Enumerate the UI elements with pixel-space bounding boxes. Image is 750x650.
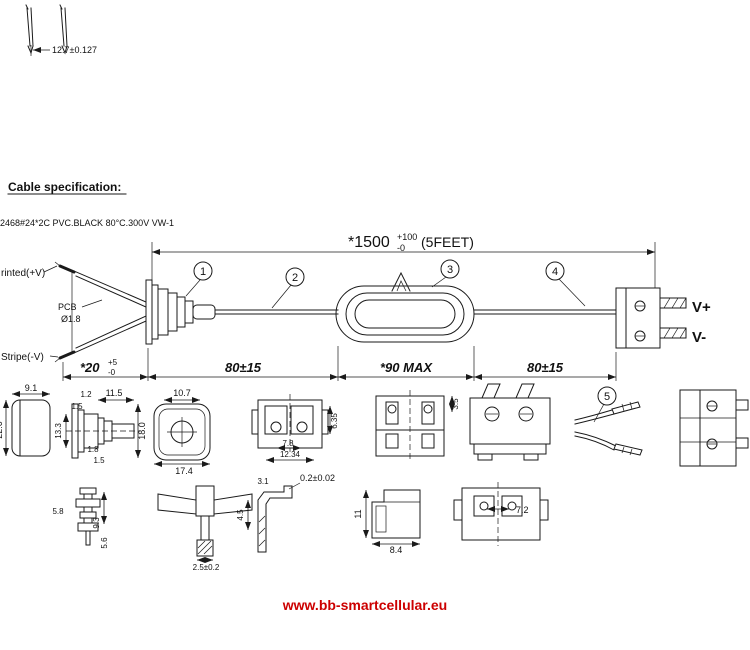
wire-tips-detail: 12.7±0.127 bbox=[25, 4, 97, 56]
detail-clip-profile: 3.1 4.5 0.2±0.02 bbox=[236, 473, 335, 553]
segment-3-dim: *90 MAX bbox=[380, 360, 433, 375]
spec-heading: Cable specification: 2468#24*2C PVC.BLAC… bbox=[0, 180, 174, 228]
overall-length-main: *1500 bbox=[348, 234, 390, 251]
detail-boot-section: 1.2 11.5 1.5 13.3 1.8 1.5 18.0 bbox=[54, 388, 147, 465]
detail-plug-side: 9.1 22.0 bbox=[0, 383, 51, 457]
stripe-minus-label: Stripe(-V) bbox=[1, 352, 44, 363]
cable-spec-title: Cable specification: bbox=[8, 180, 121, 194]
plug-boot bbox=[145, 279, 216, 345]
cable-left bbox=[214, 309, 339, 315]
dim-6-35-label: 6.35 bbox=[330, 413, 339, 429]
dim-18-0-label: 18.0 bbox=[137, 422, 147, 440]
balloon-3: 3 bbox=[431, 259, 460, 288]
strip-length-main: *20 bbox=[80, 360, 100, 375]
dim-7-2-label: 7.2 bbox=[516, 505, 529, 515]
balloon-2-number: 2 bbox=[292, 272, 298, 284]
dim-11-5-label: 11.5 bbox=[106, 388, 123, 398]
cable-spec-value: 2468#24*2C PVC.BLACK 80°C.300V VW-1 bbox=[0, 218, 174, 228]
dim-1-8-label: 1.8 bbox=[87, 445, 99, 454]
balloon-5: 5 bbox=[593, 386, 617, 423]
dim-2-5-label: 2.5±0.2 bbox=[193, 563, 220, 572]
dim-1-2-label: 1.2 bbox=[80, 390, 92, 399]
dim-8-4-label: 8.4 bbox=[390, 545, 403, 555]
dim-11-label: 11 bbox=[353, 509, 363, 518]
dim-13-3-label: 13.3 bbox=[54, 423, 63, 439]
strip-length-tol-plus: +5 bbox=[108, 358, 118, 367]
dim-3-5-label: 3.5 bbox=[451, 398, 460, 410]
balloon-3-number: 3 bbox=[447, 264, 453, 276]
crimp-wires bbox=[574, 401, 643, 456]
pcb-label: PCB bbox=[58, 302, 77, 312]
overall-length-suffix: (5FEET) bbox=[421, 234, 474, 250]
dim-9-3-label: 9.3 bbox=[92, 517, 101, 529]
balloon-4-number: 4 bbox=[552, 266, 558, 278]
printed-plus-label: rinted(+V) bbox=[1, 268, 45, 279]
footer-url[interactable]: www.bb-smartcellular.eu bbox=[282, 597, 447, 613]
v-minus-label: V- bbox=[692, 329, 706, 346]
dim-3-1-label: 3.1 bbox=[257, 477, 269, 486]
dim-0-2-label: 0.2±0.02 bbox=[300, 473, 335, 483]
dim-1-5b-label: 1.5 bbox=[93, 456, 105, 465]
dim-9-1-label: 9.1 bbox=[25, 383, 38, 393]
detail-box-part: 11 8.4 bbox=[353, 489, 421, 555]
balloon-2: 2 bbox=[271, 267, 305, 309]
overall-length-tol-minus: -0 bbox=[397, 243, 405, 253]
dim-17-4-label: 17.4 bbox=[175, 466, 193, 476]
segment-4-dim: 80±15 bbox=[527, 360, 564, 375]
dim-10-7-label: 10.7 bbox=[173, 388, 191, 398]
dim-4-5-label: 4.5 bbox=[236, 509, 245, 521]
output-connector: V+ V- bbox=[615, 287, 711, 349]
balloon-1-number: 1 bbox=[200, 266, 206, 278]
cable-right bbox=[473, 309, 617, 315]
dim-22-0-label: 22.0 bbox=[0, 421, 4, 439]
detail-connector-top: 3.5 bbox=[375, 390, 460, 460]
detail-barbed-insert: 5.8 9.3 5.6 bbox=[52, 487, 109, 549]
detail-plug-face: 10.7 17.4 bbox=[153, 388, 211, 476]
balloon-1: 1 bbox=[185, 261, 213, 297]
balloon-4: 4 bbox=[545, 261, 586, 307]
detail-terminal-block bbox=[469, 383, 551, 461]
overall-length-tol-plus: +100 bbox=[397, 232, 417, 242]
left-breakout: rinted(+V) PCB Ø1.8 Stripe(-V) bbox=[1, 261, 147, 363]
detail-winged-cap: 2.5±0.2 bbox=[157, 485, 253, 572]
strip-length-tol-minus: -0 bbox=[108, 368, 116, 377]
balloon-5-number: 5 bbox=[604, 391, 610, 403]
v-plus-label: V+ bbox=[692, 299, 711, 316]
dim-12-7-label: 12.7±0.127 bbox=[52, 45, 97, 55]
segment-dimensions: *20 +5 -0 80±15 *90 MAX 80±15 bbox=[62, 346, 617, 381]
dim-7-8-label: 7.8 bbox=[282, 439, 294, 448]
dim-5-6-label: 5.6 bbox=[100, 537, 109, 549]
detail-connector-front: 7.8 12.34 6.35 bbox=[251, 394, 339, 463]
overall-length-dimension: *1500 +100 -0 (5FEET) bbox=[151, 232, 656, 290]
cable-coil bbox=[335, 271, 475, 343]
segment-2-dim: 80±15 bbox=[225, 360, 262, 375]
wire-diameter-label: Ø1.8 bbox=[61, 314, 81, 324]
dim-1-5a-label: 1.5 bbox=[71, 402, 83, 411]
detail-two-hole-view: 7.2 bbox=[453, 482, 549, 546]
detail-terminal-side bbox=[679, 389, 749, 467]
dim-5-8-label: 5.8 bbox=[52, 507, 64, 516]
dim-12-34-label: 12.34 bbox=[280, 450, 301, 459]
